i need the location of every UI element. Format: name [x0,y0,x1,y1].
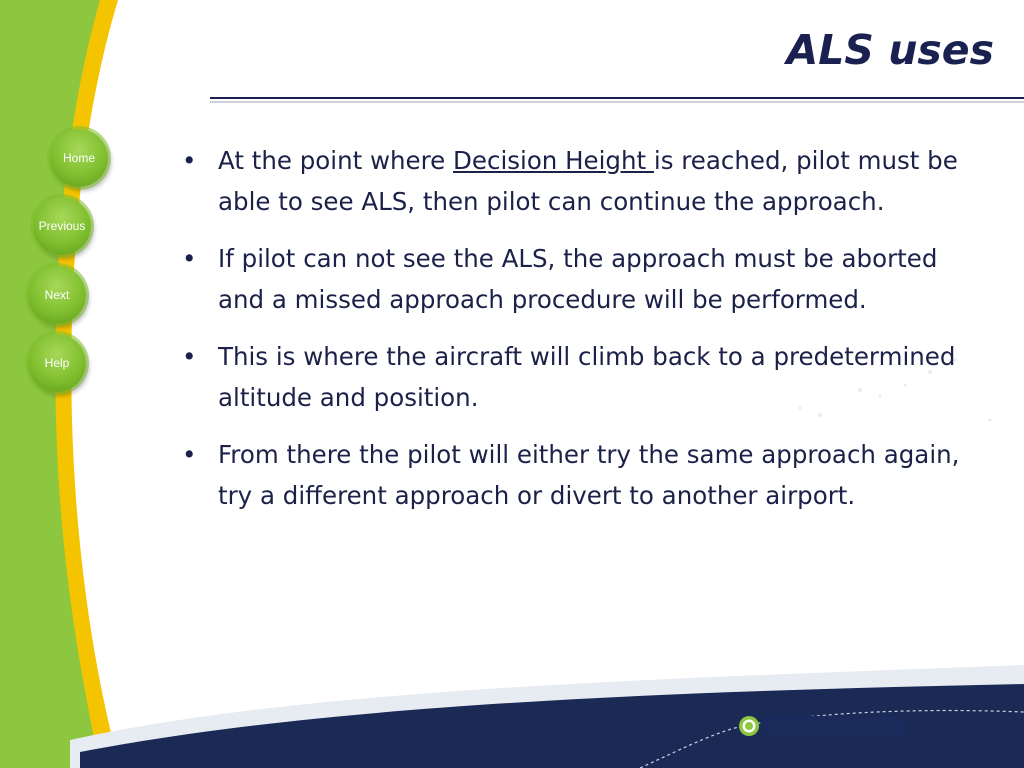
bullet-item: • This is where the aircraft will climb … [178,336,978,418]
bullet-item: • If pilot can not see the ALS, the appr… [178,238,978,320]
bullet-text-before-link: At the point where [218,146,454,175]
bullet-glyph: • [182,146,197,175]
help-button[interactable]: Help [28,334,86,392]
footer-navy-wave [80,684,1024,768]
home-button[interactable]: Home [50,129,108,187]
previous-button-label: Previous [38,219,86,233]
bullet-text-after-link: is reached, pilot must be able to see AL… [218,146,958,216]
slide-title: ALS uses [786,26,994,74]
bullet-text: If pilot can not see the ALS, the approa… [218,244,938,314]
bullet-item: • At the point where Decision Height is … [178,140,978,222]
previous-button[interactable]: Previous [33,197,91,255]
footer-bar [762,716,906,735]
bullet-text: This is where the aircraft will climb ba… [218,342,956,412]
next-button-label: Next [44,288,70,302]
bullet-glyph: • [182,244,197,273]
faint-background-texture [798,358,992,422]
help-button-label: Help [44,356,70,370]
footer-dotted-path [639,709,1024,768]
footer-marker-core [745,722,753,730]
bullet-item: • From there the pilot will either try t… [178,434,978,516]
home-button-label: Home [62,151,95,165]
bullet-glyph: • [182,342,197,371]
bullet-list: • At the point where Decision Height is … [178,140,978,532]
bullet-text: From there the pilot will either try the… [218,440,960,510]
bullet-glyph: • [182,440,197,469]
next-button[interactable]: Next [28,266,86,324]
decision-height-link[interactable]: Decision Height [453,146,654,175]
